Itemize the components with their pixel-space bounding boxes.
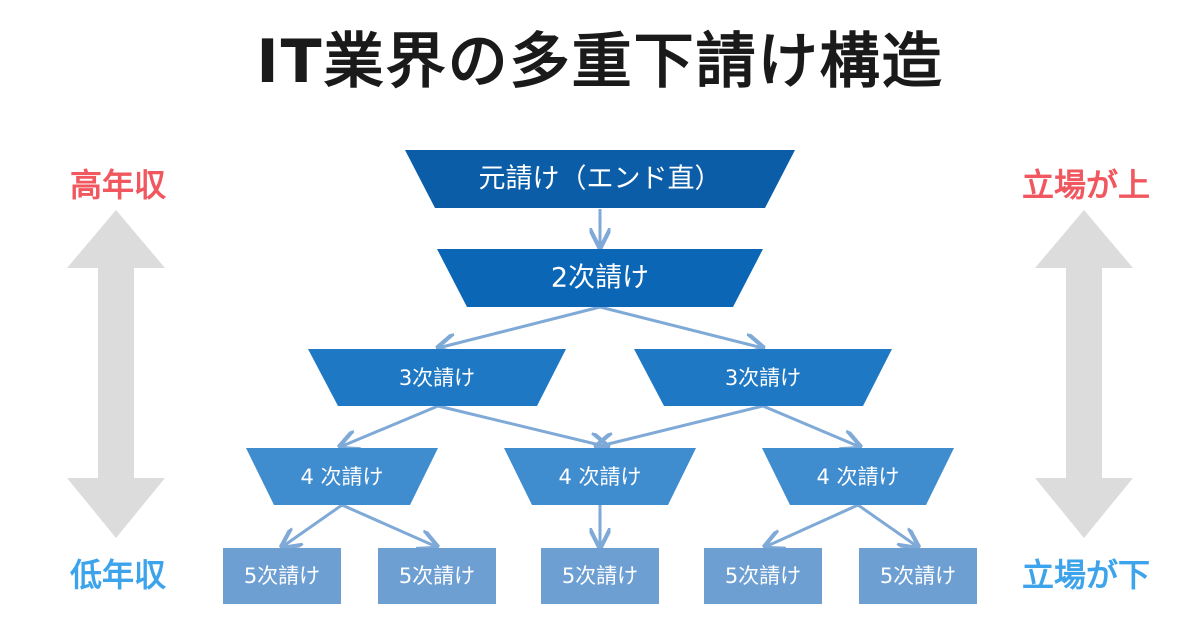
- node-prime-contractor: 元請け（エンド直）: [405, 150, 795, 208]
- connector-line: [857, 503, 918, 547]
- svg-text:4 次請け: 4 次請け: [558, 465, 641, 489]
- svg-text:4 次請け: 4 次請け: [300, 465, 383, 489]
- svg-text:5次請け: 5次請け: [399, 564, 475, 588]
- connectors: [282, 209, 918, 547]
- svg-text:4 次請け: 4 次請け: [816, 465, 899, 489]
- connector-line: [341, 503, 437, 547]
- svg-text:元請け（エンド直）: 元請け（エンド直）: [479, 164, 722, 195]
- connector-line: [282, 503, 343, 547]
- svg-text:5次請け: 5次請け: [880, 564, 956, 588]
- node-fourth-tier: 4 次請け: [246, 448, 438, 505]
- svg-text:3次請け: 3次請け: [399, 366, 475, 390]
- node-fifth-tier: 5次請け: [859, 548, 977, 604]
- higher-position-label: 立場が上: [1021, 166, 1150, 204]
- connector-line: [438, 305, 601, 348]
- high-income-label: 高年収: [69, 166, 166, 204]
- page-title: IT業界の多重下請け構造: [256, 27, 944, 97]
- svg-text:5次請け: 5次請け: [562, 564, 638, 588]
- node-third-tier: 3次請け: [308, 349, 566, 406]
- node-fifth-tier: 5次請け: [223, 548, 341, 604]
- connector-line: [596, 404, 764, 447]
- node-fifth-tier: 5次請け: [378, 548, 496, 604]
- node-fifth-tier: 5次請け: [704, 548, 822, 604]
- connector-line: [762, 404, 860, 447]
- connector-line: [437, 404, 608, 447]
- position-double-arrow-icon: [1035, 210, 1133, 538]
- connector-line: [340, 404, 439, 447]
- svg-text:2次請け: 2次請け: [551, 263, 649, 294]
- node-second-tier: 2次請け: [437, 249, 763, 307]
- node-third-tier: 3次請け: [634, 349, 892, 406]
- node-fifth-tier: 5次請け: [541, 548, 659, 604]
- income-double-arrow-icon: [67, 210, 165, 538]
- low-income-label: 低年収: [69, 556, 166, 594]
- lower-position-label: 立場が下: [1021, 556, 1150, 594]
- svg-text:5次請け: 5次請け: [244, 564, 320, 588]
- svg-text:3次請け: 3次請け: [725, 366, 801, 390]
- node-fourth-tier: 4 次請け: [762, 448, 954, 505]
- svg-text:5次請け: 5次請け: [725, 564, 801, 588]
- node-fourth-tier: 4 次請け: [504, 448, 696, 505]
- connector-line: [599, 305, 763, 348]
- connector-line: [765, 503, 859, 547]
